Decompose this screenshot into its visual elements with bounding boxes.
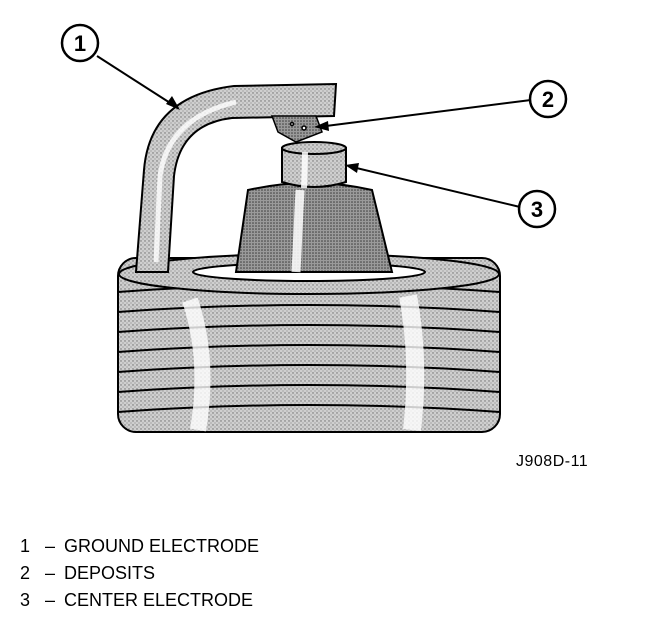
callout-2: 2 <box>528 79 568 119</box>
threaded-shell <box>117 257 501 433</box>
legend-label: GROUND ELECTRODE <box>64 536 260 556</box>
arrowheads <box>166 96 359 173</box>
legend-number: 1 <box>20 536 31 556</box>
callout-1: 1 <box>60 23 100 63</box>
spark-plug-diagram: 1 2 3 <box>60 23 568 433</box>
deposits <box>270 115 323 143</box>
insulator <box>234 182 394 273</box>
legend-label: DEPOSITS <box>64 563 156 583</box>
callout-1-label: 1 <box>74 31 86 56</box>
callout-3-label: 3 <box>531 197 543 222</box>
legend-label: CENTER ELECTRODE <box>64 590 254 610</box>
legend-dash: – <box>44 590 55 610</box>
legend-item: 2–DEPOSITS <box>20 560 259 587</box>
legend-dash: – <box>44 563 55 583</box>
legend: 1–GROUND ELECTRODE 2–DEPOSITS 3–CENTER E… <box>20 533 259 614</box>
legend-number: 3 <box>20 590 31 610</box>
center-electrode <box>281 141 347 189</box>
callout-2-label: 2 <box>542 87 554 112</box>
legend-item: 3–CENTER ELECTRODE <box>20 587 259 614</box>
legend-dash: – <box>44 536 55 556</box>
figure-code: J908D-11 <box>516 453 589 470</box>
callout-3: 3 <box>517 189 557 229</box>
ground-electrode <box>134 82 338 273</box>
legend-number: 2 <box>20 563 31 583</box>
legend-item: 1–GROUND ELECTRODE <box>20 533 259 560</box>
leader-lines <box>96 55 532 208</box>
